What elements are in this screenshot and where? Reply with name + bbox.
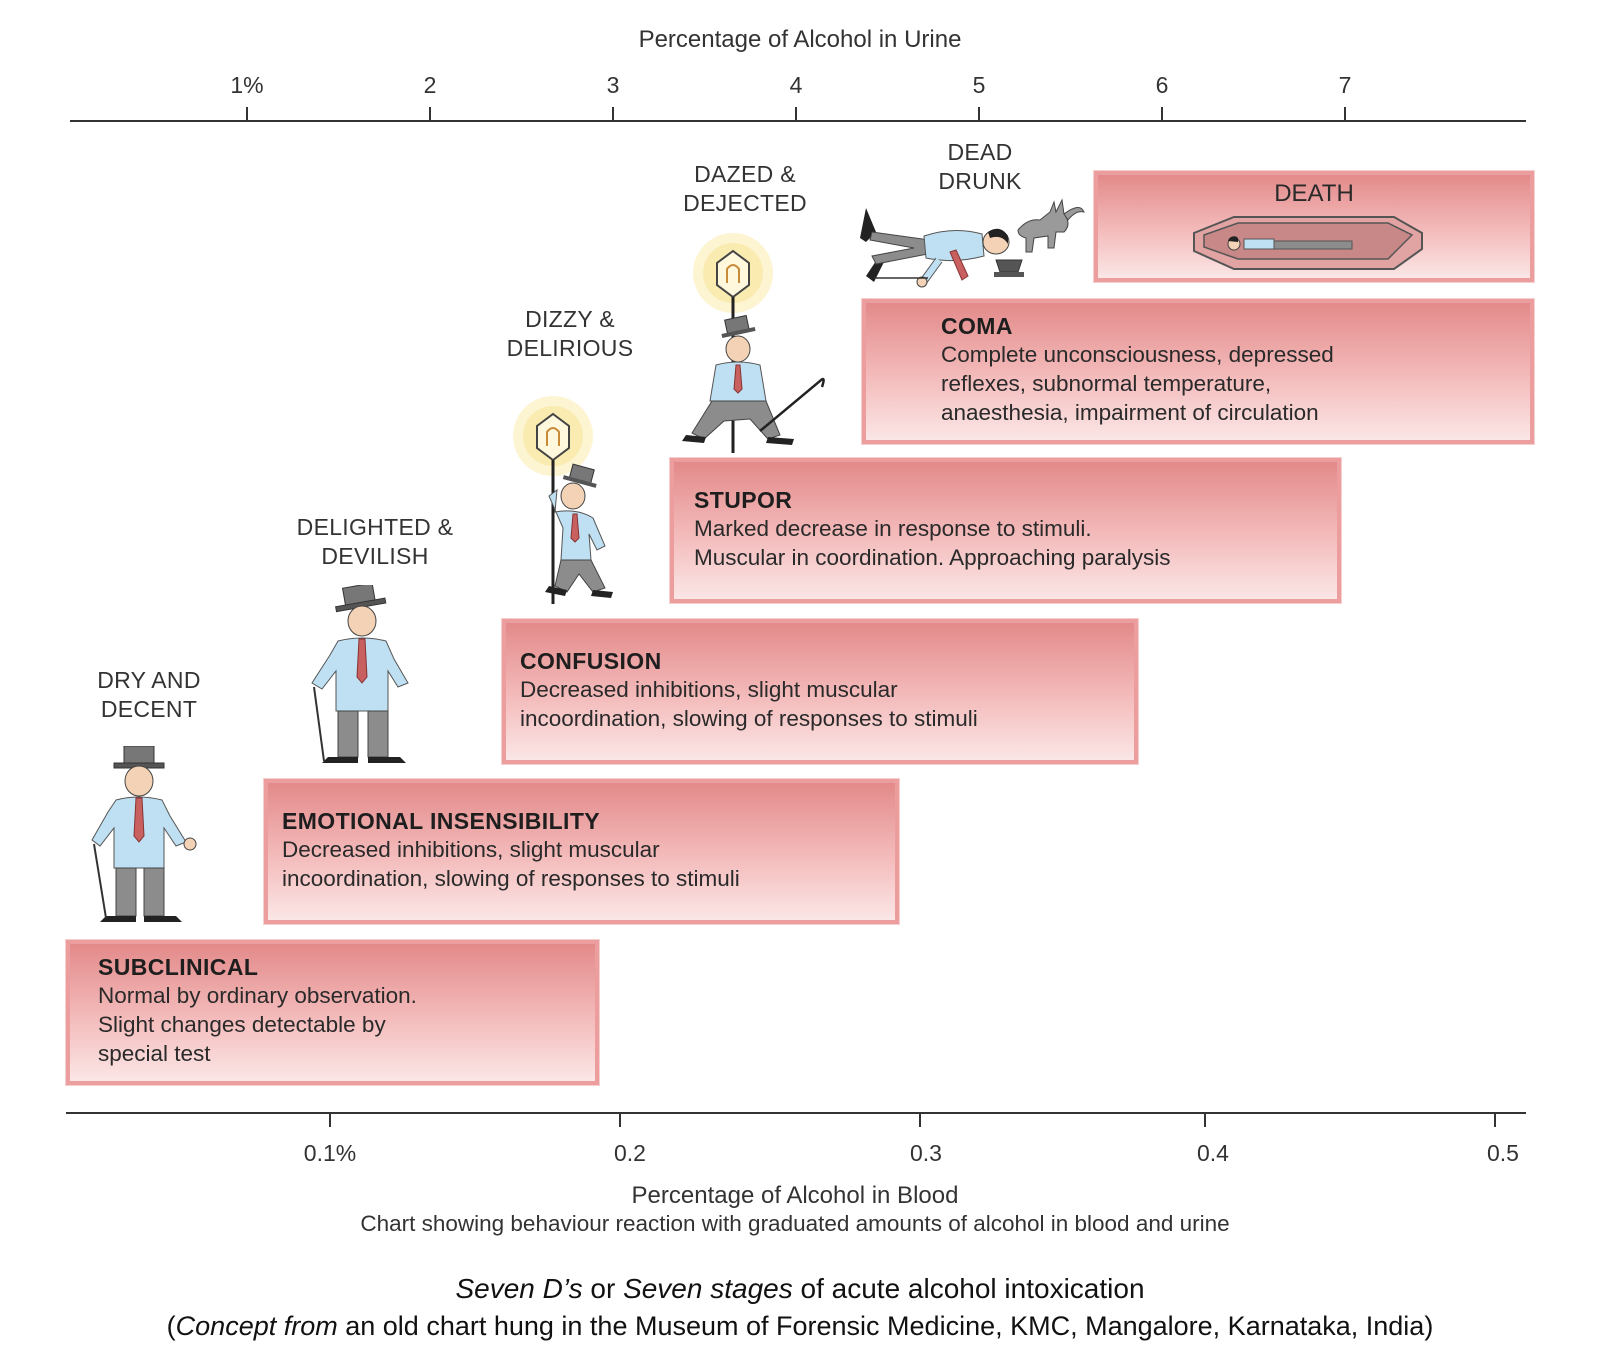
top-tick-label: 4 [766, 72, 826, 99]
stage-label-dead-drunk: DEAD DRUNK [905, 138, 1055, 196]
stage-desc-line: anaesthesia, impairment of circulation [941, 398, 1530, 427]
stage-label-line: DELIRIOUS [480, 334, 660, 363]
caption-text: or [583, 1273, 623, 1304]
stage-desc-line: Complete unconsciousness, depressed [941, 340, 1530, 369]
stage-box-subclinical: SUBCLINICAL Normal by ordinary observati… [66, 940, 599, 1085]
stage-label-line: DEVILISH [275, 542, 475, 571]
stage-box-stupor: STUPOR Marked decrease in response to st… [670, 458, 1341, 603]
stage-label-line: DAZED & [655, 160, 835, 189]
stage-title: CONFUSION [520, 648, 1134, 675]
bottom-tick-label: 0.3 [896, 1140, 956, 1167]
dry-decent-man-icon [78, 746, 218, 924]
top-tick-label: 3 [583, 72, 643, 99]
stage-desc-line: reflexes, subnormal temperature, [941, 369, 1530, 398]
stage-label-delighted-devilish: DELIGHTED & DEVILISH [275, 513, 475, 571]
caption-text: ( [167, 1311, 176, 1341]
caption-italic: Concept from [176, 1311, 338, 1341]
stage-title: EMOTIONAL INSENSIBILITY [282, 808, 895, 835]
figure-caption-line2: (Concept from an old chart hung in the M… [0, 1311, 1600, 1342]
caption-italic: Seven D’s [455, 1273, 582, 1304]
stage-label-line: DECENT [64, 695, 234, 724]
stage-box-coma: COMA Complete unconsciousness, depressed… [862, 299, 1534, 444]
bottom-tick-label: 0.5 [1473, 1140, 1533, 1167]
top-tick-label: 5 [949, 72, 1009, 99]
stage-label-line: DEAD [905, 138, 1055, 167]
bottom-axis-title: Percentage of Alcohol in Blood [495, 1182, 1095, 1210]
stage-desc-line: incoordination, slowing of responses to … [282, 864, 895, 893]
stage-title: COMA [941, 313, 1530, 340]
stage-label-line: DRY AND [64, 666, 234, 695]
stage-desc-line: incoordination, slowing of responses to … [520, 704, 1134, 733]
dizzy-man-lamp-icon [505, 378, 635, 606]
stage-title: SUBCLINICAL [98, 954, 595, 981]
dazed-man-lamp-icon [680, 225, 840, 457]
stage-label-line: DIZZY & [480, 305, 660, 334]
stage-box-emotional-insensibility: EMOTIONAL INSENSIBILITY Decreased inhibi… [264, 779, 899, 924]
bottom-tick-label: 0.4 [1183, 1140, 1243, 1167]
stage-label-line: DELIGHTED & [275, 513, 475, 542]
stage-label-dizzy-delirious: DIZZY & DELIRIOUS [480, 305, 660, 363]
bottom-axis [0, 1100, 1600, 1140]
top-axis [0, 0, 1600, 130]
bottom-tick-label: 0.2 [600, 1140, 660, 1167]
stage-desc-line: Normal by ordinary observation. [98, 981, 595, 1010]
stage-title: STUPOR [694, 487, 1337, 514]
stage-title: DEATH [1098, 180, 1530, 208]
stage-desc-line: Muscular in coordination. Approaching pa… [694, 543, 1337, 572]
top-tick-label: 7 [1315, 72, 1375, 99]
stage-desc-line: special test [98, 1039, 595, 1068]
coffin-icon [1188, 211, 1428, 281]
stage-label-dry-and-decent: DRY AND DECENT [64, 666, 234, 724]
stage-desc-line: Slight changes detectable by [98, 1010, 595, 1039]
caption-text: an old chart hung in the Museum of Foren… [338, 1311, 1434, 1341]
bottom-tick-label: 0.1% [300, 1140, 360, 1167]
figure-caption-line1: Seven D’s or Seven stages of acute alcoh… [0, 1273, 1600, 1305]
stage-label-dazed-dejected: DAZED & DEJECTED [655, 160, 835, 218]
top-tick-label: 1% [217, 72, 277, 99]
stage-desc-line: Marked decrease in response to stimuli. [694, 514, 1337, 543]
dead-drunk-man-dog-icon [858, 198, 1090, 290]
stage-label-line: DRUNK [905, 167, 1055, 196]
stage-desc-line: Decreased inhibitions, slight muscular [520, 675, 1134, 704]
delighted-man-icon [300, 585, 430, 771]
stage-label-line: DEJECTED [655, 189, 835, 218]
top-tick-label: 2 [400, 72, 460, 99]
caption-italic: Seven stages [623, 1273, 793, 1304]
caption-text: of acute alcohol intoxication [793, 1273, 1145, 1304]
stage-desc-line: Decreased inhibitions, slight muscular [282, 835, 895, 864]
stage-box-death: DEATH [1094, 171, 1534, 282]
bottom-axis-subtitle: Chart showing behaviour reaction with gr… [195, 1211, 1395, 1237]
stage-box-confusion: CONFUSION Decreased inhibitions, slight … [502, 619, 1138, 764]
top-tick-label: 6 [1132, 72, 1192, 99]
